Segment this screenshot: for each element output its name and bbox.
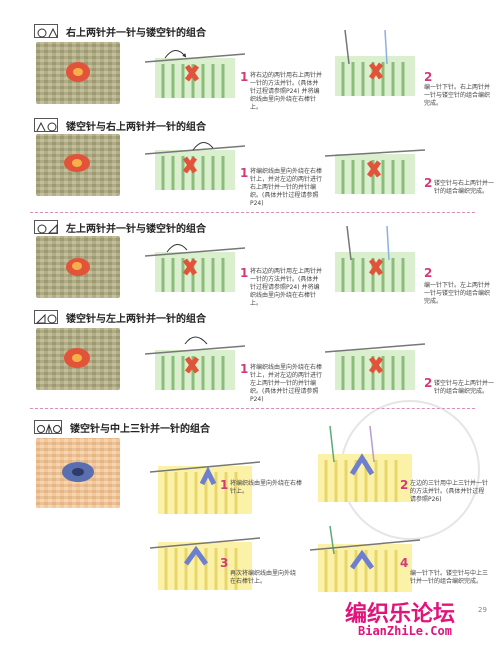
- step-number: 1: [240, 266, 249, 280]
- step-illustration: [150, 537, 260, 590]
- step-note: 编一针下针。左上两针并一针与镂空针的组合编织完成。: [424, 282, 491, 305]
- step-note: 将右边的两针用右上两针并一针的方法并针。(具体并针过程请参照P24) 并将编织线…: [250, 72, 323, 111]
- step-note: 左边的三针用中上三针并一针的方法并针。(具体并针过程请参照P26): [410, 480, 489, 503]
- step-illustration: [318, 425, 412, 502]
- step-note: 将编织线由里向外绕在右棒针上。: [230, 480, 303, 495]
- step-number: 2: [424, 376, 433, 390]
- section-title: 右上两针并一针与镂空针的组合: [66, 28, 206, 39]
- section-title: 镂空针与右上两针并一针的组合: [66, 122, 206, 133]
- step-number: 2: [424, 266, 433, 280]
- step-illustration: [310, 525, 420, 592]
- chart-symbol-icon: [34, 220, 58, 234]
- step-number: 1: [220, 478, 229, 492]
- forum-logo-text: 编织乐论坛: [345, 602, 456, 627]
- step-number: 2: [424, 176, 433, 190]
- step-number: 2: [400, 478, 409, 492]
- step-note: 再次将编织线由里向外绕在右棒针上。: [230, 570, 297, 585]
- step-illustration: [145, 244, 245, 292]
- step-note: 将右边的两针用左上两针并一针的方法并针。(具体并针过程请参照P24) 并将编织线…: [250, 268, 323, 307]
- step-note: 镂空针与右上两针并一针的组合编织完成。: [434, 180, 495, 195]
- eyelet-highlight: [72, 468, 84, 476]
- step-illustration: [145, 50, 245, 98]
- step-note: 镂空针与左上两针并一针的组合编织完成。: [434, 380, 495, 395]
- step-note: 将编织线由里向外绕在右棒针上，并对左边的两针进行右上两针并一针的并针编织。(具体…: [250, 168, 323, 207]
- chart-symbol-icon: [34, 310, 58, 324]
- swatch-photo: [36, 438, 120, 508]
- eyelet-highlight: [72, 262, 82, 270]
- swatch-photo: [36, 236, 120, 298]
- swatch-photo: [36, 42, 120, 104]
- step-note: 将编织线由里向外绕在右棒针上，并对左边的两针进行左上两针并一针的并针编织。(具体…: [250, 364, 323, 403]
- page-number: 29: [478, 606, 487, 614]
- section-title: 镂空针与中上三针并一针的组合: [70, 424, 210, 435]
- section-title: 镂空针与左上两针并一针的组合: [66, 314, 206, 325]
- eyelet-highlight: [73, 68, 83, 76]
- swatch-photo: [36, 328, 120, 390]
- step-illustration: [150, 461, 260, 514]
- chart-symbol-icon: [34, 24, 58, 38]
- step-number: 2: [424, 70, 433, 84]
- step-note: 编一针下针。右上两针并一针与镂空针的组合编织完成。: [424, 84, 491, 107]
- step-number: 1: [240, 70, 249, 84]
- step-illustration: [335, 225, 415, 292]
- step-illustration: [335, 29, 415, 96]
- step-note: 编一针下针。镂空针与中上三针并一针的组合编织完成。: [410, 570, 489, 585]
- section-divider: [30, 212, 475, 213]
- section-divider: [30, 408, 475, 409]
- step-number: 1: [240, 362, 249, 376]
- step-illustration: [145, 336, 245, 390]
- step-illustration: [325, 149, 425, 194]
- step-number: 3: [220, 556, 229, 570]
- swatch-photo: [36, 134, 120, 196]
- section-title: 左上两针并一针与镂空针的组合: [66, 224, 206, 235]
- step-number: 4: [400, 556, 409, 570]
- chart-symbol-icon: [34, 118, 58, 132]
- eyelet-highlight: [72, 354, 82, 362]
- step-illustration: [145, 142, 245, 190]
- chart-symbol-icon: [34, 420, 62, 434]
- eyelet-highlight: [72, 159, 82, 167]
- forum-url: BianZhiLe.Com: [358, 624, 452, 638]
- step-number: 1: [240, 166, 249, 180]
- step-illustration: [325, 343, 425, 390]
